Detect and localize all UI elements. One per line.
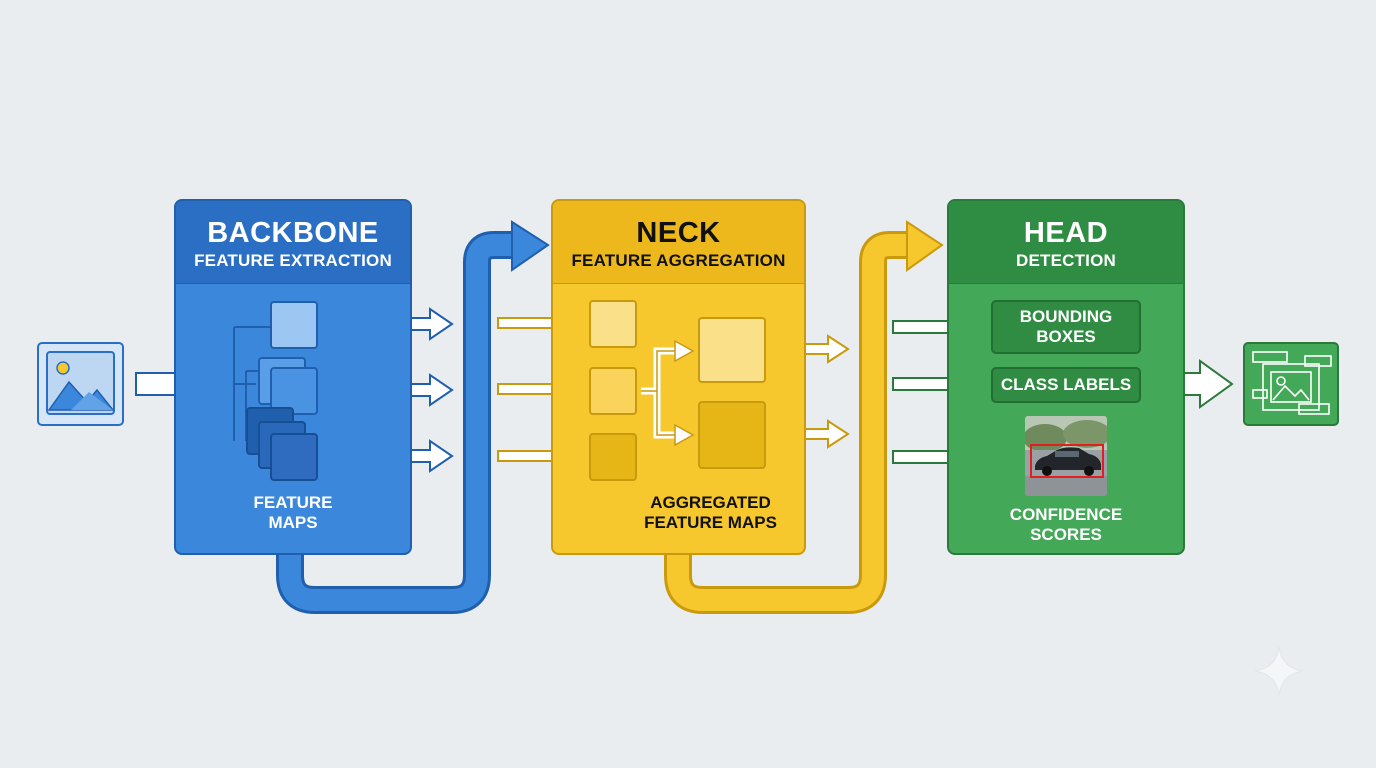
neck-to-head-connector: [664, 220, 944, 614]
neck-caption-line2: FEATURE MAPS: [644, 513, 777, 532]
backbone-caption-line1: FEATURE: [253, 493, 333, 512]
car-thumbnail-image: [1025, 416, 1107, 496]
sparkle-icon: [1254, 646, 1304, 696]
image-icon: [46, 351, 115, 415]
input-image-box: [37, 342, 124, 426]
neck-aggregated-map-2: [698, 401, 766, 469]
head-subtitle: DETECTION: [1015, 251, 1117, 270]
neck-input-map-1: [589, 300, 637, 348]
feature-map-3: [270, 433, 318, 481]
head-header: HEAD DETECTION: [949, 201, 1183, 284]
neck-caption-line1: AGGREGATED: [650, 493, 771, 512]
head-caption: CONFIDENCE SCORES: [947, 505, 1185, 545]
class-labels-line1: CLASS LABELS: [1000, 375, 1132, 394]
backbone-title: BACKBONE: [207, 217, 379, 249]
car-detection-thumbnail: [1025, 416, 1107, 496]
feature-map-1: [270, 301, 318, 349]
class-labels-output: CLASS LABELS: [991, 367, 1141, 403]
backbone-subtitle: FEATURE EXTRACTION: [194, 251, 392, 270]
detection-result-icon: [1252, 351, 1332, 415]
neck-block: NECK FEATURE AGGREGATION AGGREGATED FEAT…: [551, 199, 806, 555]
neck-header: NECK FEATURE AGGREGATION: [553, 201, 804, 284]
neck-caption: AGGREGATED FEATURE MAPS: [553, 493, 804, 533]
bounding-boxes-output: BOUNDING BOXES: [991, 300, 1141, 354]
bounding-boxes-line1: BOUNDING: [1019, 307, 1113, 326]
backbone-caption-line2: MAPS: [268, 513, 318, 532]
neck-title: NECK: [636, 217, 721, 249]
backbone-block: BACKBONE FEATURE EXTRACTION FEATURE MAPS: [174, 199, 412, 555]
head-caption-line1: CONFIDENCE: [1009, 505, 1123, 524]
backbone-header: BACKBONE FEATURE EXTRACTION: [176, 201, 410, 284]
output-result-box: [1243, 342, 1339, 426]
neck-aggregated-map-1: [698, 317, 766, 383]
backbone-caption: FEATURE MAPS: [176, 493, 410, 533]
backbone-feature-maps: [233, 301, 318, 481]
bounding-boxes-line2: BOXES: [1036, 327, 1096, 346]
neck-subtitle: FEATURE AGGREGATION: [571, 251, 786, 270]
neck-input-map-2: [589, 367, 637, 415]
head-caption-line2: SCORES: [1030, 525, 1102, 544]
backbone-to-neck-connector: [276, 220, 550, 614]
head-title: HEAD: [1023, 217, 1109, 249]
neck-feature-maps: [589, 300, 766, 481]
neck-input-map-3: [589, 433, 637, 481]
